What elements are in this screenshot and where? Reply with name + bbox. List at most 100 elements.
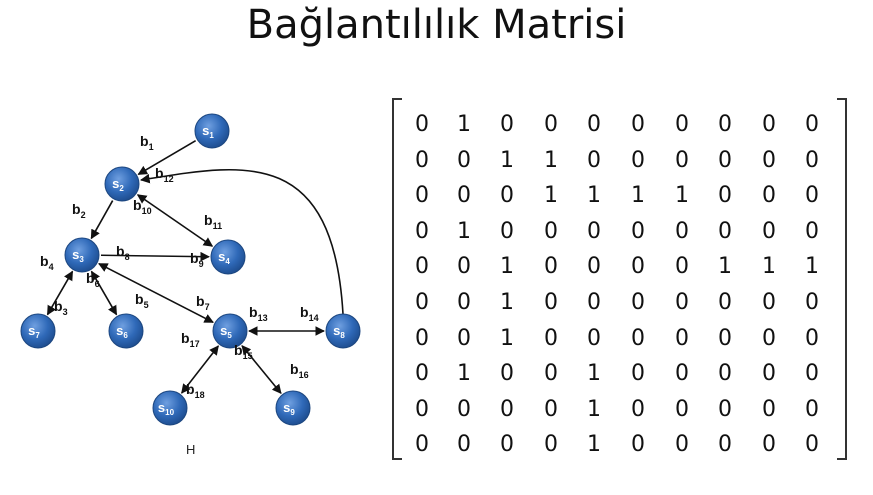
matrix-cell: 1 <box>500 147 514 173</box>
graph-caption: H <box>186 442 196 457</box>
matrix-cell: 1 <box>762 254 776 280</box>
matrix-cell: 0 <box>457 147 471 173</box>
matrix-cell: 1 <box>805 254 819 280</box>
matrix-cell: 0 <box>762 361 776 387</box>
node-s9: s9 <box>275 390 311 426</box>
matrix-cell: 0 <box>587 325 601 351</box>
matrix-cell: 0 <box>631 325 645 351</box>
matrix-cell: 0 <box>675 432 689 458</box>
edge-label-b7: b7 <box>196 293 210 312</box>
matrix-cell: 0 <box>457 254 471 280</box>
matrix-cell: 0 <box>762 183 776 209</box>
matrix-cell: 1 <box>500 254 514 280</box>
node-label: s3 <box>72 247 84 264</box>
edge-label-b16: b16 <box>290 361 309 380</box>
matrix-cell: 1 <box>587 183 601 209</box>
edge-b5 <box>90 270 118 316</box>
matrix-cell: 0 <box>415 396 429 422</box>
matrix-cell: 0 <box>675 290 689 315</box>
matrix-cell: 0 <box>544 218 558 244</box>
matrix-cell: 0 <box>500 183 514 209</box>
node-s1: s1 <box>194 113 230 149</box>
edge-b7 <box>98 262 214 324</box>
matrix-cell: 0 <box>457 290 471 315</box>
edge-label-b5: b5 <box>135 291 149 310</box>
matrix-cell: 0 <box>415 432 429 458</box>
node-circle <box>325 313 361 349</box>
node-circle <box>20 313 56 349</box>
matrix-cell: 1 <box>587 432 601 458</box>
matrix-cell: 1 <box>457 112 471 137</box>
matrix-cell: 0 <box>805 396 819 422</box>
edge-label-b10: b10 <box>133 197 152 216</box>
matrix-cell: 0 <box>631 361 645 387</box>
edge-label-b11: b11 <box>204 212 222 231</box>
node-circle <box>212 313 248 349</box>
node-label: s4 <box>218 249 230 266</box>
matrix-cell: 0 <box>718 290 732 315</box>
edge-label-b17: b17 <box>181 330 200 349</box>
node-circle <box>108 313 144 349</box>
node-label: s9 <box>283 400 295 417</box>
matrix-cell: 0 <box>675 396 689 422</box>
matrix-cell: 0 <box>718 396 732 422</box>
edge-label-b8: b8 <box>116 243 130 262</box>
matrix-cell: 0 <box>587 112 601 137</box>
node-label: s7 <box>28 323 40 340</box>
edge-label-b6: b6 <box>86 270 100 289</box>
matrix-cell: 0 <box>718 432 732 458</box>
matrix-cell: 1 <box>500 325 514 351</box>
matrix-cell: 0 <box>805 325 819 351</box>
matrix-cell: 0 <box>805 183 819 209</box>
node-circle <box>275 390 311 426</box>
matrix-cell: 1 <box>500 290 514 315</box>
matrix-cell: 0 <box>718 325 732 351</box>
matrix-cell: 1 <box>631 183 645 209</box>
matrix-cell: 0 <box>718 218 732 244</box>
edge-label-b13: b13 <box>249 304 268 323</box>
matrix-cell: 0 <box>762 112 776 137</box>
node-s7: s7 <box>20 313 56 349</box>
matrix-cell: 0 <box>415 147 429 173</box>
node-label: s5 <box>220 323 232 340</box>
matrix-cell: 0 <box>805 218 819 244</box>
matrix-cell: 0 <box>631 112 645 137</box>
edge-b17 <box>181 345 219 394</box>
matrix-cell: 0 <box>762 396 776 422</box>
matrix-cell: 0 <box>457 396 471 422</box>
node-label: s8 <box>333 323 345 340</box>
node-s2: s2 <box>104 166 140 202</box>
matrix-cell: 0 <box>805 290 819 315</box>
matrix-cell: 0 <box>718 183 732 209</box>
matrix-cell: 0 <box>415 112 429 137</box>
matrix-cell: 0 <box>457 183 471 209</box>
connectivity-matrix: 0 1 0 0 0 0 0 0 0 0 0 0 1 1 0 0 0 0 0 0 0 0 0 1 1 1 1 0 0 0 0 1 0 0 0 0 0 0 0 0… <box>392 98 847 460</box>
matrix-cell: 0 <box>805 147 819 173</box>
matrix-cell: 0 <box>544 112 558 137</box>
page-title: Bağlantılılık Matrisi <box>246 2 627 48</box>
matrix-cell: 0 <box>500 112 514 137</box>
edge-label-b1: b1 <box>140 133 154 152</box>
matrix-cell: 0 <box>762 325 776 351</box>
matrix-cell: 0 <box>762 218 776 244</box>
edge-b1 <box>137 139 197 176</box>
edge-b2 <box>90 200 114 240</box>
matrix-cell: 0 <box>675 361 689 387</box>
node-label: s10 <box>158 400 175 417</box>
matrix-cell: 0 <box>675 112 689 137</box>
matrix-right-bracket <box>837 98 847 460</box>
edge-b4 <box>46 270 74 316</box>
matrix-cell: 0 <box>500 432 514 458</box>
node-s6: s6 <box>108 313 144 349</box>
matrix-cell: 0 <box>544 325 558 351</box>
node-label: s1 <box>202 123 214 140</box>
matrix-cell: 0 <box>631 218 645 244</box>
node-circle <box>152 390 188 426</box>
matrix-cell: 0 <box>500 361 514 387</box>
